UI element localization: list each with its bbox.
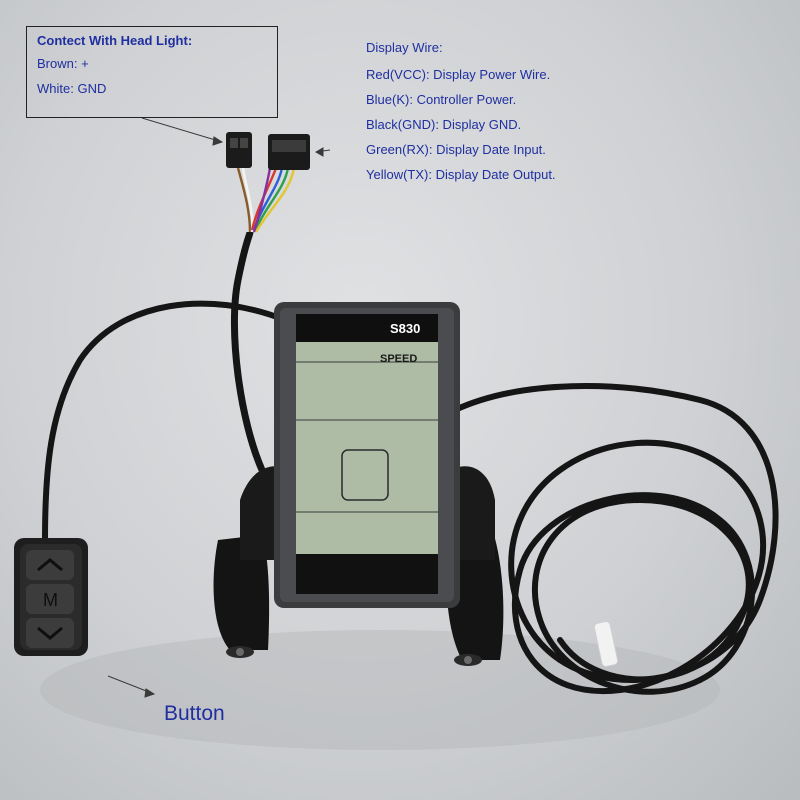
cable-tie	[593, 621, 619, 667]
button-pad	[14, 538, 88, 656]
headlight-connector	[226, 132, 252, 168]
display-model-label: S830	[390, 321, 421, 336]
display-wire-title: Display Wire:	[366, 40, 443, 55]
mode-m-icon[interactable]: M	[43, 590, 58, 610]
wire-green: Green(RX): Display Date Input.	[366, 142, 546, 157]
coiled-cable	[452, 383, 779, 695]
headlight-brown: Brown: +	[37, 56, 89, 71]
lcd-display-unit	[274, 302, 460, 608]
up-chevron-icon[interactable]	[37, 558, 63, 572]
headlight-white: White: GND	[37, 81, 107, 96]
down-chevron-icon[interactable]	[37, 626, 63, 640]
wire-red: Red(VCC): Display Power Wire.	[366, 67, 551, 82]
mount-clamp-left	[213, 535, 270, 658]
button-caption: Button	[164, 702, 225, 725]
display-connector	[268, 134, 310, 170]
wire-black: Black(GND): Display GND.	[366, 117, 522, 132]
wire-yellow: Yellow(TX): Display Date Output.	[366, 167, 556, 182]
display-wire-list: Display Wire: Red(VCC): Display Power Wi…	[366, 40, 556, 192]
wire-blue: Blue(K): Controller Power.	[366, 92, 517, 107]
headlight-info-box: Contect With Head Light: Brown: + White:…	[26, 26, 278, 118]
wire-fanout	[236, 167, 296, 233]
lcd-speed-label: SPEED	[380, 353, 418, 365]
leader-arrows	[107, 117, 331, 698]
display-cable	[230, 231, 266, 472]
headlight-title: Contect With Head Light:	[37, 33, 193, 48]
mount-clamp-right	[446, 535, 504, 666]
button-cable	[42, 300, 287, 541]
